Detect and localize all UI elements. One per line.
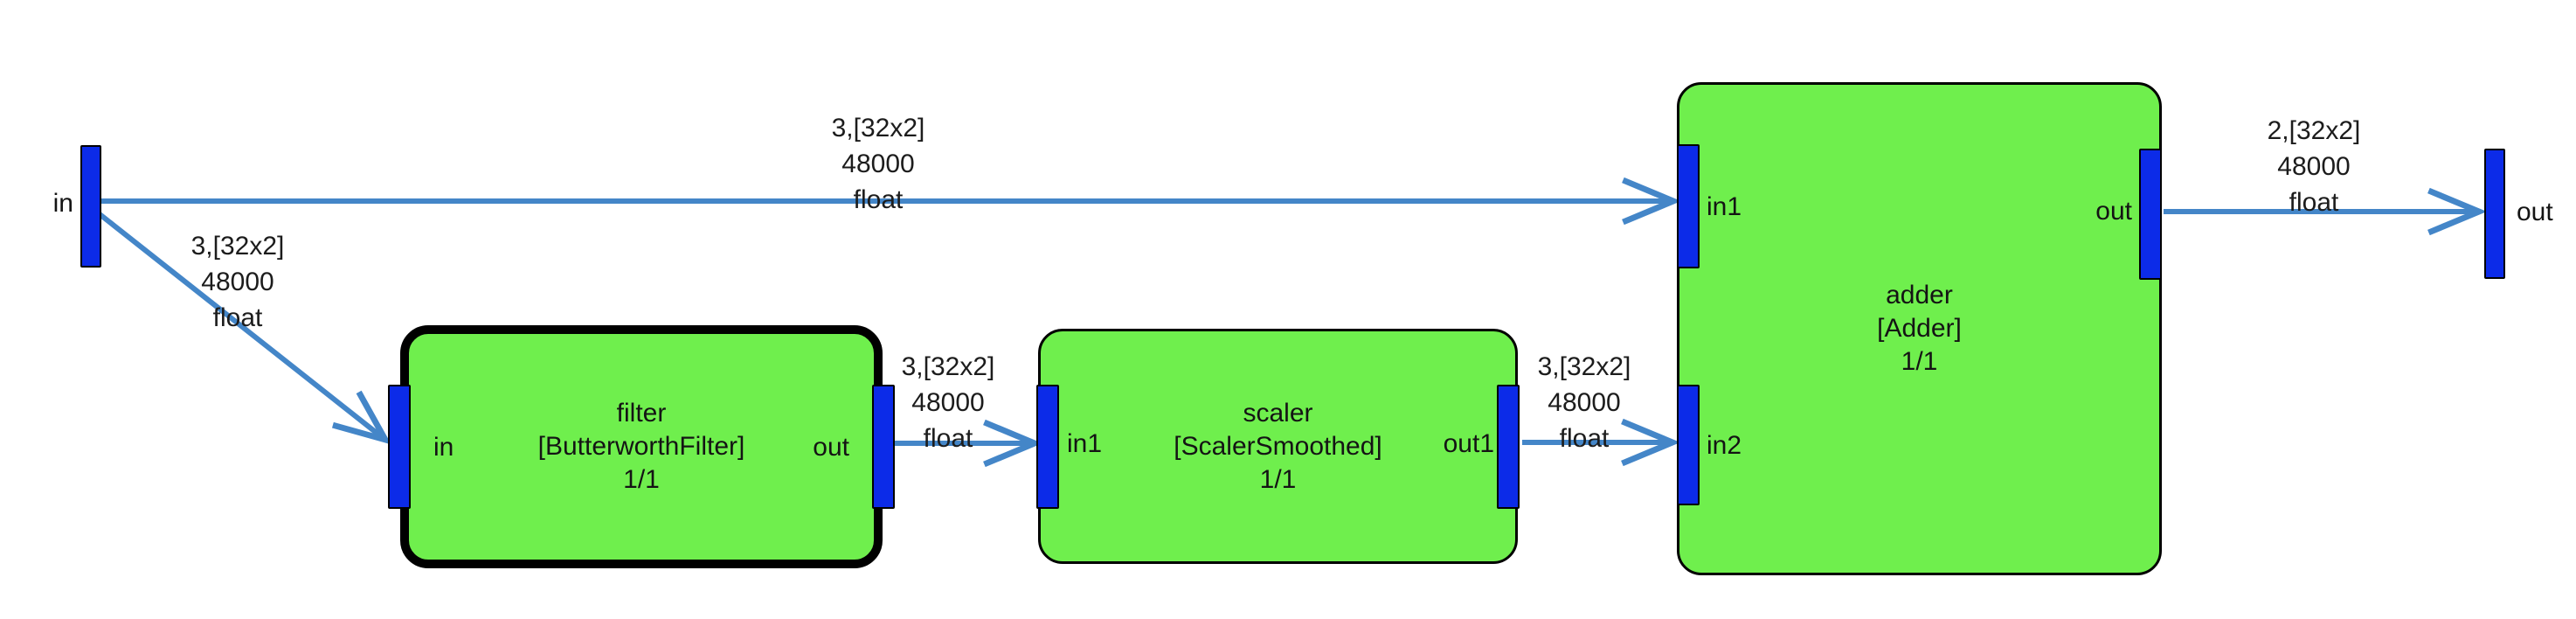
scaler-out1-port[interactable] [1497, 385, 1520, 509]
edge-label-line: float [923, 424, 973, 453]
adder-title: adder [Adder] 1/1 [1679, 85, 2159, 573]
scaler-type: [ScalerSmoothed] [1174, 431, 1382, 461]
edge-label-line: float [2289, 188, 2339, 217]
scaler-in1-port[interactable] [1036, 385, 1059, 509]
edge-label-line: 2,[32x2] [2267, 116, 2361, 145]
filter-title: filter [ButterworthFilter] 1/1 [409, 334, 874, 560]
edge-label-filter-to-scaler: 3,[32x2] 48000 float [843, 349, 1053, 456]
scaler-in1-port-label: in1 [1067, 429, 1103, 458]
adder-in2-port-label: in2 [1707, 431, 1742, 460]
input-terminal-label: in [52, 189, 73, 218]
input-terminal-bar[interactable] [80, 145, 101, 268]
edge-label-line: float [1559, 424, 1610, 453]
adder-rate: 1/1 [1901, 347, 1938, 376]
adder-name: adder [1886, 281, 1953, 310]
filter-name: filter [616, 399, 667, 428]
adder-in1-port-label: in1 [1707, 192, 1742, 221]
edge-label-line: 48000 [1548, 388, 1621, 417]
adder-in2-port[interactable] [1677, 385, 1700, 505]
edge-source-to-filter-in[interactable] [98, 212, 392, 445]
edge-label-line: 48000 [911, 388, 985, 417]
adder-out-port-label: out [2095, 197, 2132, 226]
scaler-out1-port-label: out1 [1443, 429, 1494, 458]
filter-out-port[interactable] [872, 385, 895, 509]
filter-type: [ButterworthFilter] [537, 432, 745, 461]
block-scaler[interactable]: in1 out1 scaler [ScalerSmoothed] 1/1 [1036, 329, 1520, 564]
edge-label-line: 3,[32x2] [1537, 352, 1631, 381]
block-adder[interactable]: in1 in2 out adder [Adder] 1/1 [1677, 82, 2162, 575]
block-filter[interactable]: in out filter [ButterworthFilter] 1/1 [388, 325, 895, 568]
filter-in-port[interactable] [388, 385, 411, 509]
edge-label-line: float [212, 303, 263, 332]
scaler-name: scaler [1243, 398, 1313, 428]
filter-in-port-label: in [433, 433, 454, 462]
edge-label-source-to-filter: 3,[32x2] 48000 float [133, 228, 343, 336]
edge-label-line: 3,[32x2] [190, 232, 285, 261]
edge-label-adder-to-output: 2,[32x2] 48000 float [2209, 113, 2419, 220]
edge-label-scaler-to-adder: 3,[32x2] 48000 float [1479, 349, 1689, 456]
edge-label-line: 48000 [2277, 152, 2351, 181]
edge-label-line: 3,[32x2] [901, 352, 995, 381]
edge-label-line: 48000 [841, 150, 915, 178]
edge-label-line: float [853, 185, 904, 214]
edge-label-source-to-adder: 3,[32x2] 48000 float [773, 110, 983, 218]
output-terminal-bar[interactable] [2484, 149, 2505, 279]
filter-rate: 1/1 [623, 465, 660, 494]
adder-in1-port[interactable] [1677, 144, 1700, 268]
adder-out-port[interactable] [2139, 149, 2162, 280]
output-terminal-label: out [2517, 198, 2553, 226]
scaler-rate: 1/1 [1259, 464, 1297, 494]
edge-label-line: 3,[32x2] [831, 114, 925, 143]
adder-type: [Adder] [1877, 314, 1962, 343]
filter-out-port-label: out [813, 433, 849, 462]
edge-label-line: 48000 [201, 268, 274, 296]
